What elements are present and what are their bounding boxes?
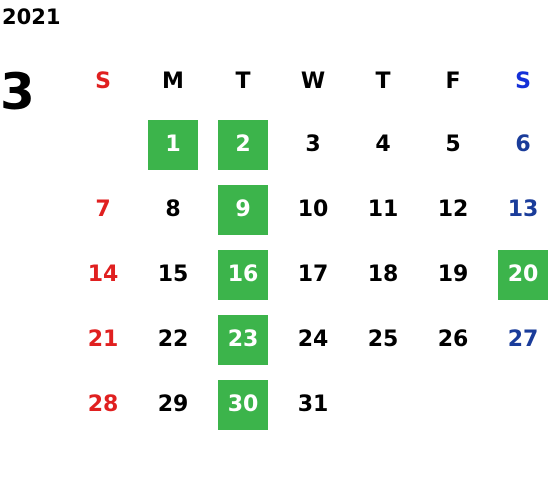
weekday-tuesday: T [235,68,251,94]
day-number: 11 [367,197,399,222]
day-number: 9 [218,184,268,235]
day-cell[interactable]: 21 [68,315,138,365]
day-number [428,380,478,430]
weekday-friday: F [445,68,461,94]
weekday-wednesday: W [300,68,326,94]
day-cell[interactable]: 7 [68,185,138,235]
day-number: 20 [498,249,548,300]
day-number: 4 [375,132,391,157]
weekday-saturday: S [515,68,531,94]
day-cell[interactable]: 6 [488,120,548,170]
day-number: 30 [218,379,268,430]
day-cell[interactable]: 29 [138,380,208,430]
week-row: 21 22 23 24 25 26 27 [68,307,548,372]
day-number: 27 [507,327,539,352]
day-number: 21 [87,327,119,352]
day-cell[interactable]: 4 [348,120,418,170]
day-cell[interactable]: 2 [208,119,278,170]
day-cell[interactable]: 30 [208,379,278,430]
day-cell[interactable]: 13 [488,185,548,235]
day-cell[interactable]: 14 [68,250,138,300]
day-cell[interactable]: 25 [348,315,418,365]
empty-day-cell [488,380,548,430]
day-number: 13 [507,197,539,222]
day-cell[interactable]: 11 [348,185,418,235]
day-cell[interactable]: 28 [68,380,138,430]
day-cell[interactable]: 3 [278,120,348,170]
empty-day-cell [68,120,138,170]
year-label: 2021 [2,5,61,29]
day-cell[interactable]: 31 [278,380,348,430]
day-number: 15 [157,262,189,287]
day-number [498,380,548,430]
day-cell[interactable]: 10 [278,185,348,235]
weekday-monday: M [162,68,184,94]
day-cell[interactable]: 20 [488,249,548,300]
day-number: 5 [445,132,461,157]
month-number: 3 [0,63,35,121]
day-number: 16 [218,249,268,300]
week-row: 28 29 30 31 [68,372,548,437]
day-cell[interactable]: 9 [208,184,278,235]
day-number: 19 [437,262,469,287]
weekday-thursday: T [375,68,391,94]
day-number: 25 [367,327,399,352]
day-number: 2 [218,119,268,170]
empty-day-cell [348,380,418,430]
day-number: 24 [297,327,329,352]
day-number: 18 [367,262,399,287]
day-cell[interactable]: 22 [138,315,208,365]
day-cell[interactable]: 5 [418,120,488,170]
empty-day-cell [418,380,488,430]
day-number: 31 [297,392,329,417]
day-number: 6 [515,132,531,157]
day-number [358,380,408,430]
day-cell[interactable]: 16 [208,249,278,300]
day-cell[interactable]: 26 [418,315,488,365]
day-number: 26 [437,327,469,352]
day-number: 14 [87,262,119,287]
day-number: 7 [95,197,111,222]
day-cell[interactable]: 23 [208,314,278,365]
day-cell[interactable]: 12 [418,185,488,235]
day-number: 17 [297,262,329,287]
weekday-sunday: S [95,68,111,94]
day-number: 22 [157,327,189,352]
day-number: 8 [165,197,181,222]
day-number: 3 [305,132,321,157]
week-row: 7 8 9 10 11 12 13 [68,177,548,242]
day-cell[interactable]: 27 [488,315,548,365]
day-cell[interactable]: 19 [418,250,488,300]
day-cell[interactable]: 1 [138,119,208,170]
day-number: 1 [148,119,198,170]
weekday-header-row: S M T W T F S [68,50,548,112]
day-cell[interactable]: 17 [278,250,348,300]
day-cell[interactable]: 8 [138,185,208,235]
day-number: 28 [87,392,119,417]
day-cell[interactable]: 18 [348,250,418,300]
day-number: 23 [218,314,268,365]
day-number [78,120,128,170]
day-number: 12 [437,197,469,222]
day-number: 29 [157,392,189,417]
day-number: 10 [297,197,329,222]
day-cell[interactable]: 15 [138,250,208,300]
day-cell[interactable]: 24 [278,315,348,365]
week-row: 14 15 16 17 18 19 20 [68,242,548,307]
